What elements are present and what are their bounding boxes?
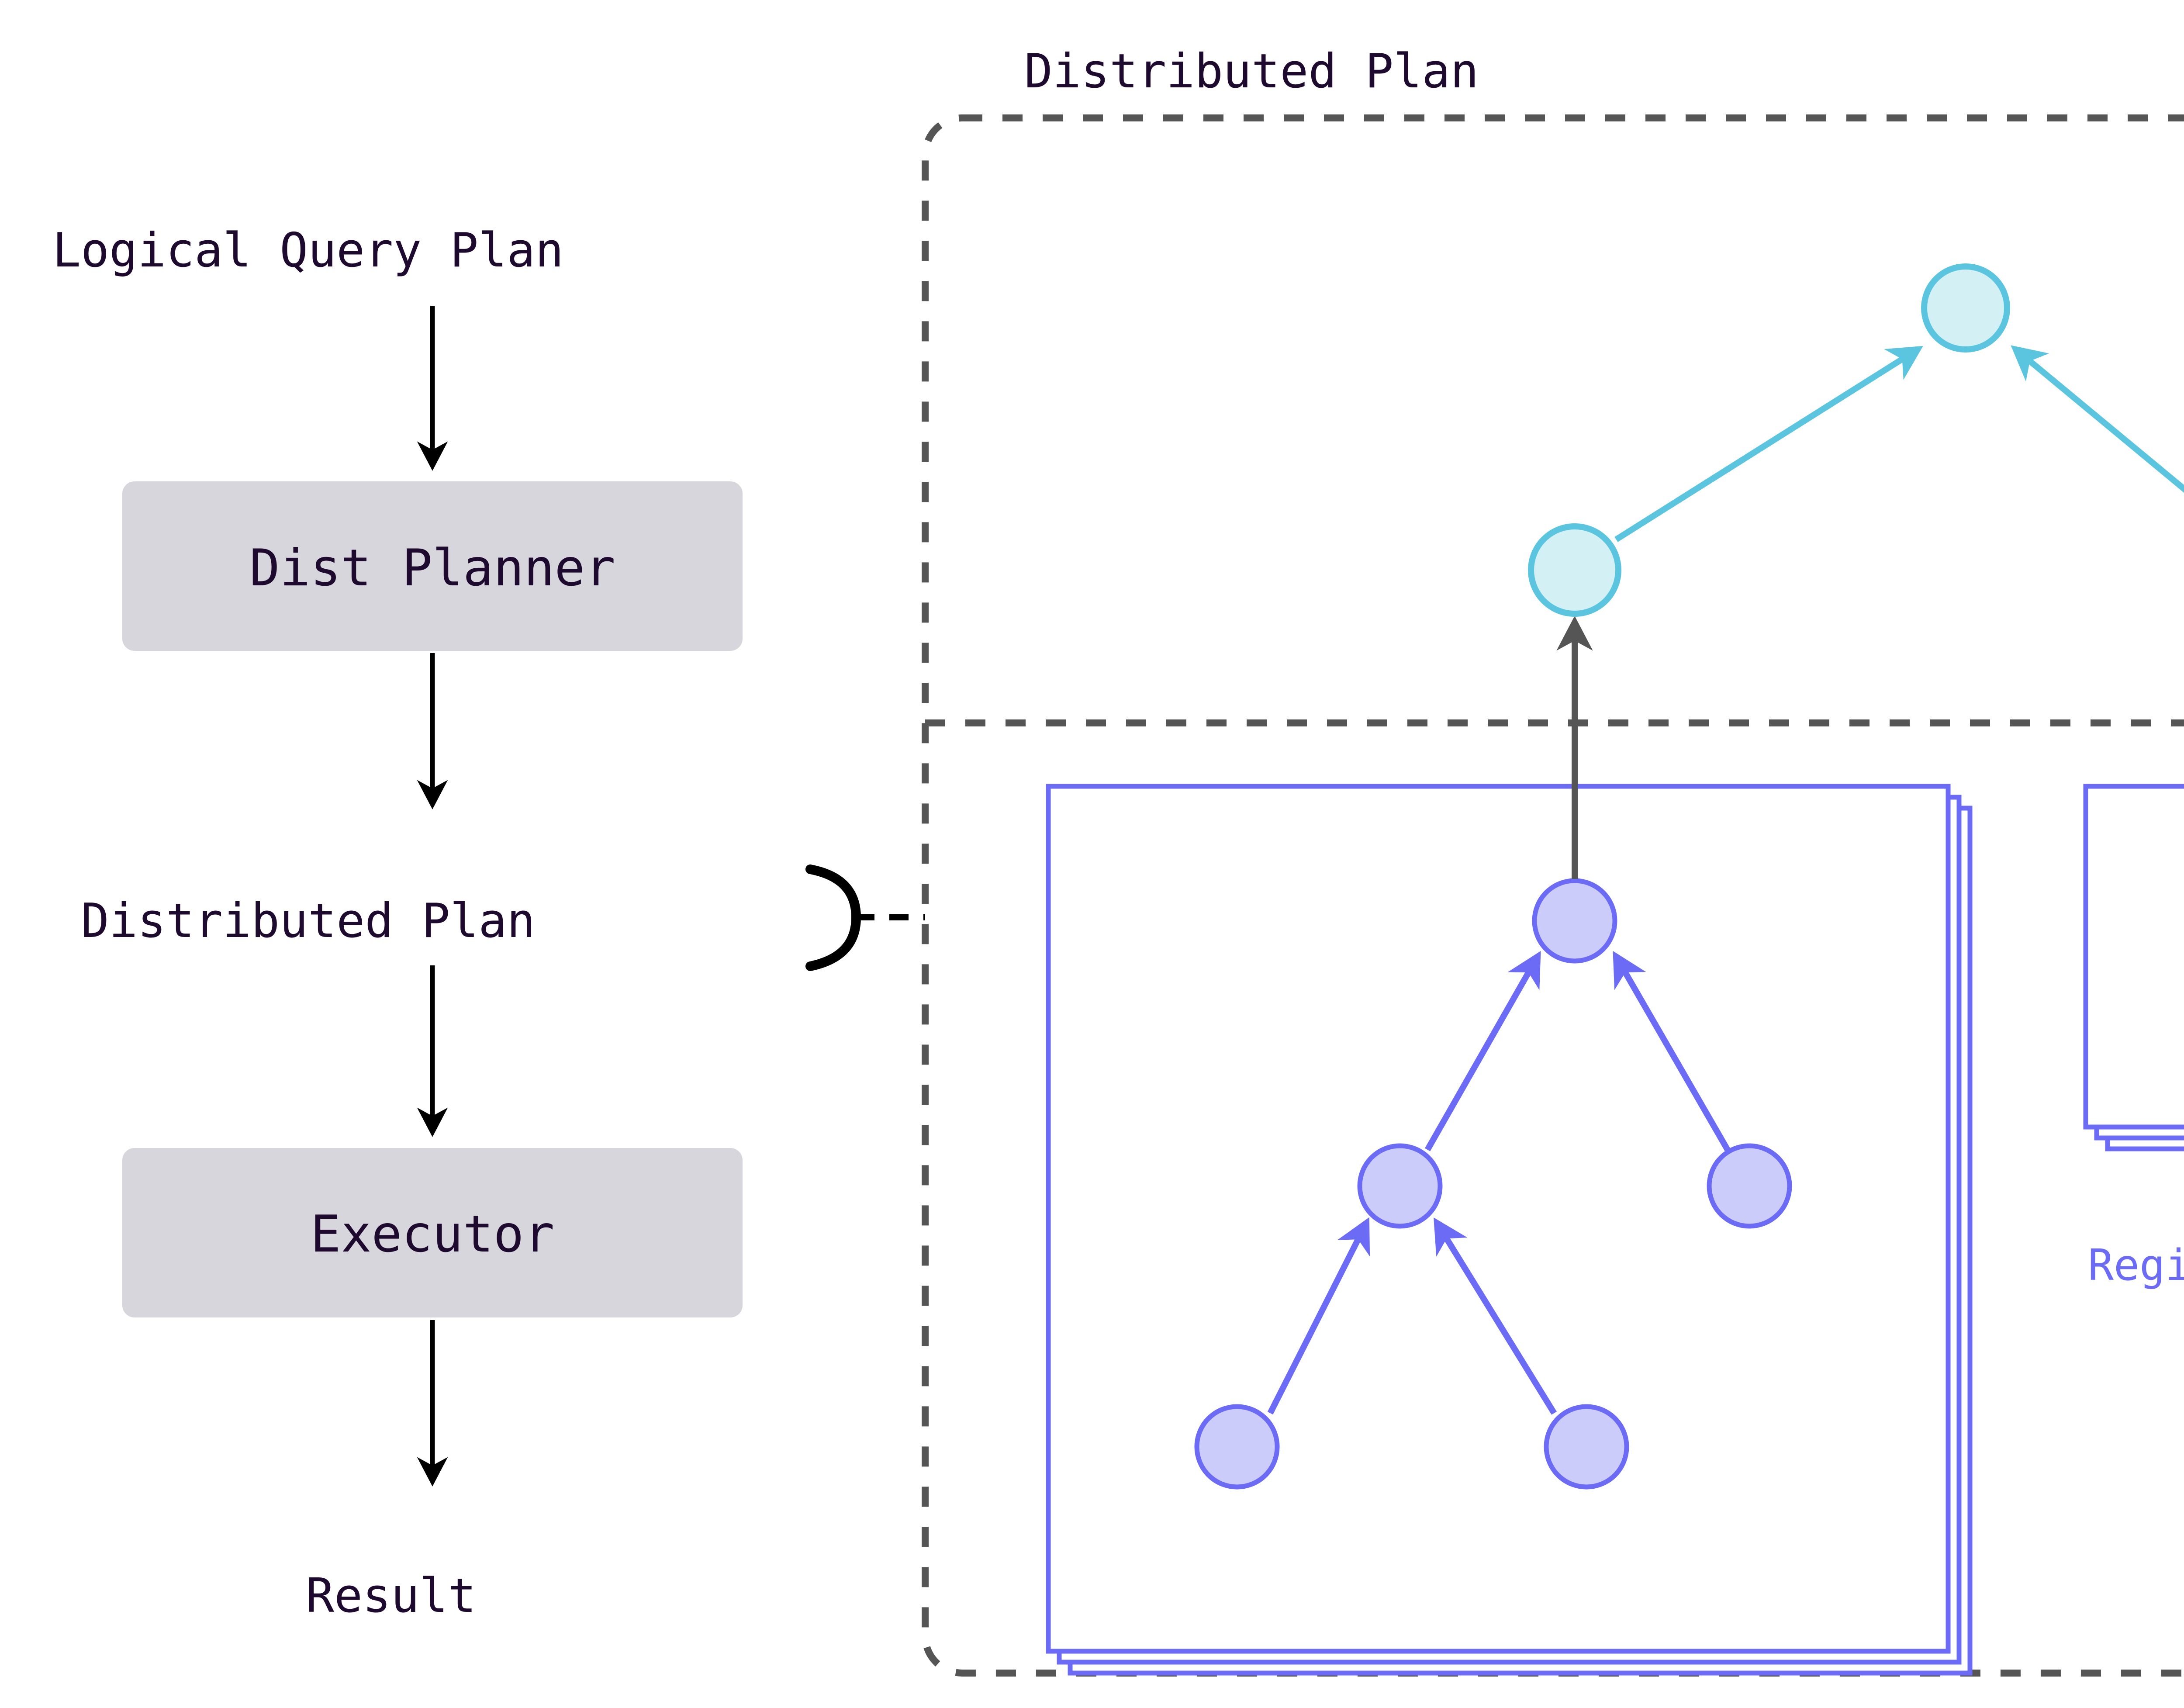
executor-box[interactable] [122, 1148, 743, 1317]
dist-planner-box[interactable] [122, 481, 743, 651]
region-right-layer-1 [2083, 784, 2184, 1130]
container-title: Distributed Plan [1024, 44, 1479, 99]
datanode-node-leaf1[interactable] [1194, 1404, 1280, 1490]
logical-query-plan-label: Logical Query Plan [52, 223, 563, 278]
frontend-node-left[interactable] [1528, 523, 1621, 617]
edge-fe-left-to-root [1614, 346, 1923, 542]
datanode-node-right[interactable] [1707, 1143, 1792, 1229]
edge-mid-to-root [1424, 951, 1541, 1151]
datanode-node-root[interactable] [1532, 878, 1617, 964]
region-layer-1 [1046, 784, 1951, 1654]
region-stack-right[interactable] [2083, 784, 2184, 1151]
executor-label: Executor [311, 1205, 555, 1264]
brace-icon [805, 864, 861, 971]
edge-leaf2-to-mid [1434, 1217, 1557, 1415]
dist-planner-label: Dist Planner [249, 539, 615, 598]
result-label: Result [306, 1569, 476, 1623]
distributed-plan-container [922, 114, 2184, 1677]
edge-leaf1-to-mid [1267, 1217, 1370, 1415]
edge-right-to-root [1613, 951, 1731, 1151]
datanode-node-mid[interactable] [1357, 1143, 1443, 1229]
datanode-node-leaf2[interactable] [1544, 1404, 1629, 1490]
distributed-plan-label: Distributed Plan [81, 894, 535, 948]
edge-fe-right-to-root [2011, 345, 2184, 493]
regions-label: Regions [2088, 1241, 2184, 1290]
region-stack-left[interactable] [1046, 784, 1973, 1676]
frontend-node-root[interactable] [1921, 263, 2010, 353]
